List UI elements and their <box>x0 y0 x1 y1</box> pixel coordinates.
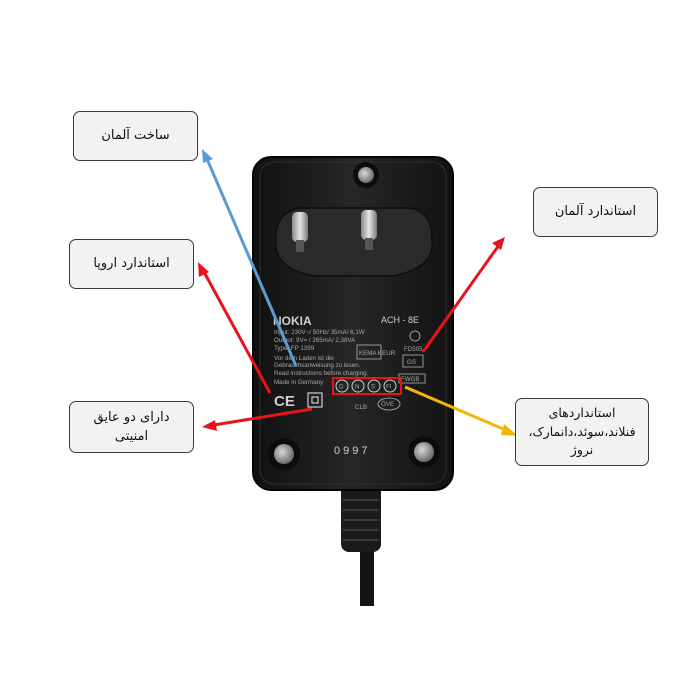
power-cable <box>341 478 381 606</box>
svg-text:ÖVE: ÖVE <box>381 401 394 408</box>
callout-german-standard: استاندارد آلمان <box>533 187 658 237</box>
svg-text:FWGB: FWGB <box>401 376 420 383</box>
callout-european-standard: استاندارد اروپا <box>69 239 194 289</box>
arrow-nordic-standards <box>404 385 518 436</box>
callout-made-in-germany: ساخت آلمان <box>73 111 198 161</box>
spec-input: Input: 230V~/ 50Hz/ 35mA/ 6,1W <box>274 329 365 336</box>
arrow-double-insulation <box>202 407 313 431</box>
svg-text:FD505: FD505 <box>404 346 423 353</box>
svg-text:FI: FI <box>386 384 392 391</box>
warning-german-1: Vor dem Laden ist die <box>274 355 334 362</box>
model-label: ACH - 8E <box>381 315 419 325</box>
clb-mark: CLB <box>355 404 367 411</box>
nordic-highlight-box <box>332 377 402 395</box>
plug-pin-left <box>292 212 308 252</box>
spec-output: Output: 9V= / 265mA/ 2,38VA <box>274 337 356 344</box>
spec-type: Type: FP 1399 <box>274 345 315 352</box>
plug-base <box>275 207 433 277</box>
warning-english: Read instructions before charging. <box>274 370 369 377</box>
svg-text:GS: GS <box>407 359 416 366</box>
double-insulation-symbol <box>307 392 323 408</box>
arrow-german-standard <box>421 237 505 353</box>
brand-label: NOKIA <box>273 314 312 328</box>
svg-text:KEMA KEUR: KEMA KEUR <box>359 350 396 357</box>
screw-bottom-right <box>408 436 440 468</box>
screw-bottom-left <box>268 438 300 470</box>
plug-pin-right <box>361 210 377 250</box>
made-in-label: Made in Germany <box>274 379 324 386</box>
arrow-made-in-germany <box>202 149 298 367</box>
svg-text:D: D <box>339 384 344 391</box>
gs-mark: GS <box>402 354 424 368</box>
svg-text:S: S <box>371 384 375 391</box>
arrow-european-standard <box>198 262 272 394</box>
warning-german-2: Gebrauchsanweisung zu lesen. <box>274 362 361 369</box>
ce-mark: CE <box>274 393 295 410</box>
kema-keur-mark: KEMA KEUR <box>356 344 396 360</box>
ove-mark: ÖVE <box>377 397 401 411</box>
nordic-marks: D N S FI <box>335 379 397 393</box>
screw-top <box>353 162 379 188</box>
callout-double-insulation: دارای دو عایق امنیتی <box>69 401 194 453</box>
serial-number: 0997 <box>334 445 370 457</box>
fd505-mark: FD505 <box>404 330 423 353</box>
callout-nordic-standards: استانداردهای فنلاند،سوئد،دانمارک، نروژ <box>515 398 649 466</box>
svg-text:N: N <box>355 384 359 391</box>
